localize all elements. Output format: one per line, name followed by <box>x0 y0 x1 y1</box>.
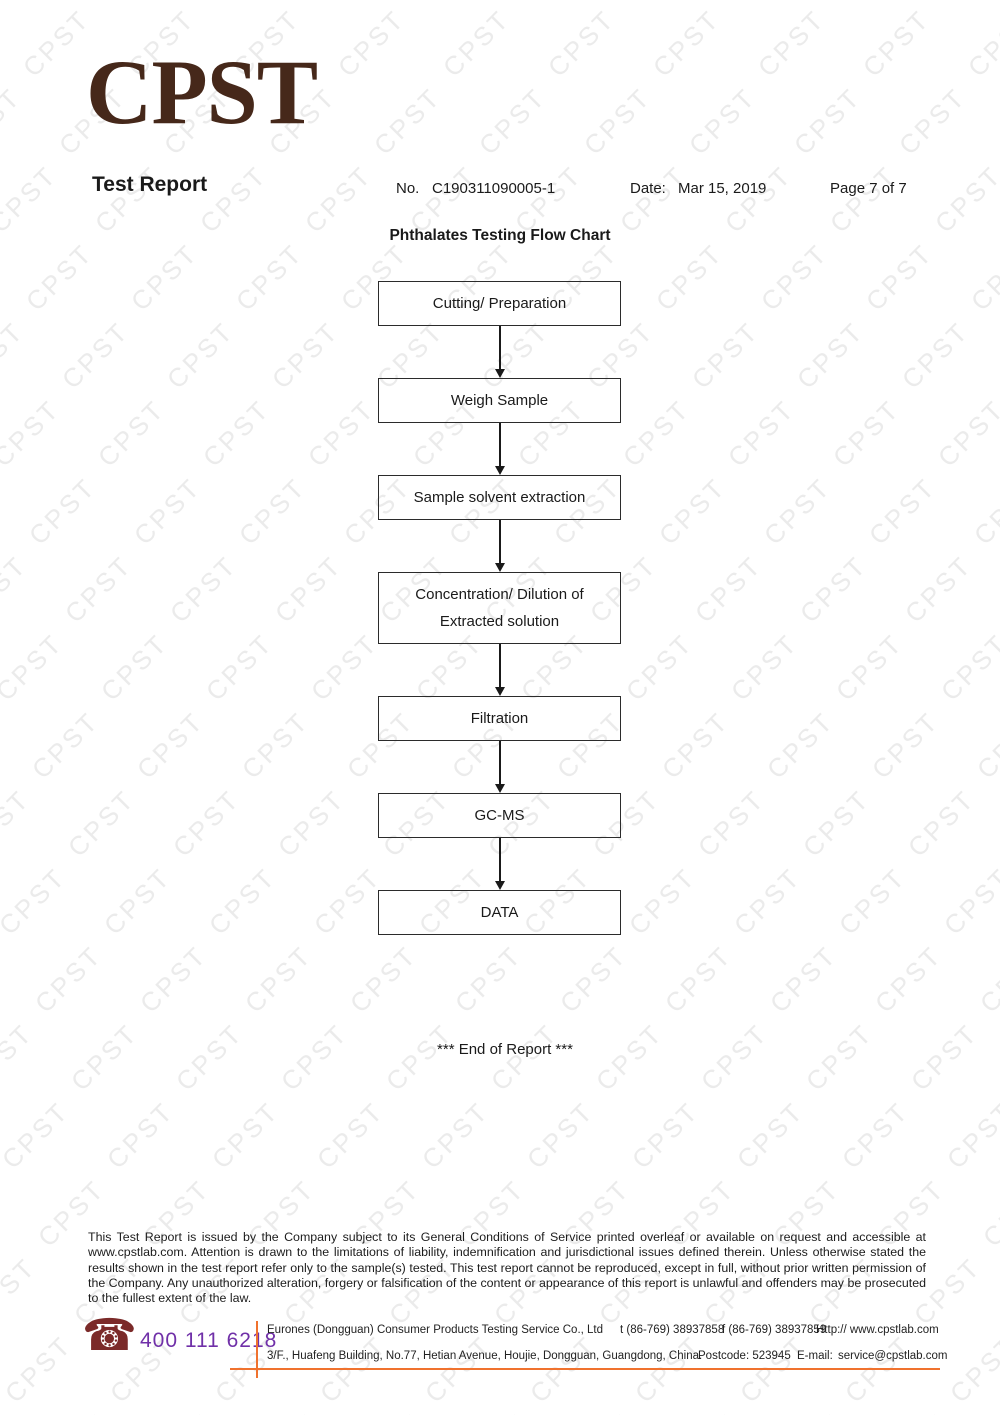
flow-step-box: Sample solvent extraction <box>378 475 621 520</box>
company-address: 3/F., Huafeng Building, No.77, Hetian Av… <box>267 1350 703 1362</box>
telephone-icon: ☎ <box>82 1310 137 1361</box>
report-title: Test Report <box>92 173 208 196</box>
company-fax: f (86-769) 38937859 <box>722 1324 827 1336</box>
flowchart-title: Phthalates Testing Flow Chart <box>389 227 611 244</box>
flow-arrow-down-icon <box>378 644 621 696</box>
page-indicator: Page 7 of 7 <box>830 180 907 197</box>
flow-step-box: DATA <box>378 890 621 935</box>
company-tel: t (86-769) 38937858 <box>620 1324 725 1336</box>
footer-vertical-divider <box>256 1321 258 1378</box>
flow-step-box: Concentration/ Dilution of Extracted sol… <box>378 572 621 644</box>
flow-step-box: Filtration <box>378 696 621 741</box>
flow-arrow-down-icon <box>378 520 621 572</box>
report-date-value: Mar 15, 2019 <box>678 180 767 197</box>
flow-step-box: Cutting/ Preparation <box>378 281 621 326</box>
company-postcode: Postcode: 523945 <box>698 1350 791 1362</box>
hotline-number: 400 111 6218 <box>140 1329 278 1352</box>
report-no-label: No. <box>396 180 420 197</box>
legal-disclaimer: This Test Report is issued by the Compan… <box>88 1230 926 1306</box>
company-email-label: E-mail: <box>797 1350 833 1362</box>
footer-horizontal-rule <box>230 1368 940 1370</box>
flow-step-box: GC-MS <box>378 793 621 838</box>
company-email: service@cpstlab.com <box>838 1350 948 1362</box>
end-of-report-note: *** End of Report *** <box>437 1041 573 1058</box>
flow-arrow-down-icon <box>378 741 621 793</box>
flow-step-box: Weigh Sample <box>378 378 621 423</box>
report-date-label: Date: <box>630 180 666 197</box>
report-no-value: C190311090005-1 <box>432 180 556 197</box>
company-website: Http:// www.cpstlab.com <box>816 1324 939 1336</box>
flow-arrow-down-icon <box>378 838 621 890</box>
flow-arrow-down-icon <box>378 423 621 475</box>
cpst-logo: CPST <box>86 41 318 143</box>
flow-arrow-down-icon <box>378 326 621 378</box>
company-name: Eurones (Dongguan) Consumer Products Tes… <box>267 1324 604 1336</box>
